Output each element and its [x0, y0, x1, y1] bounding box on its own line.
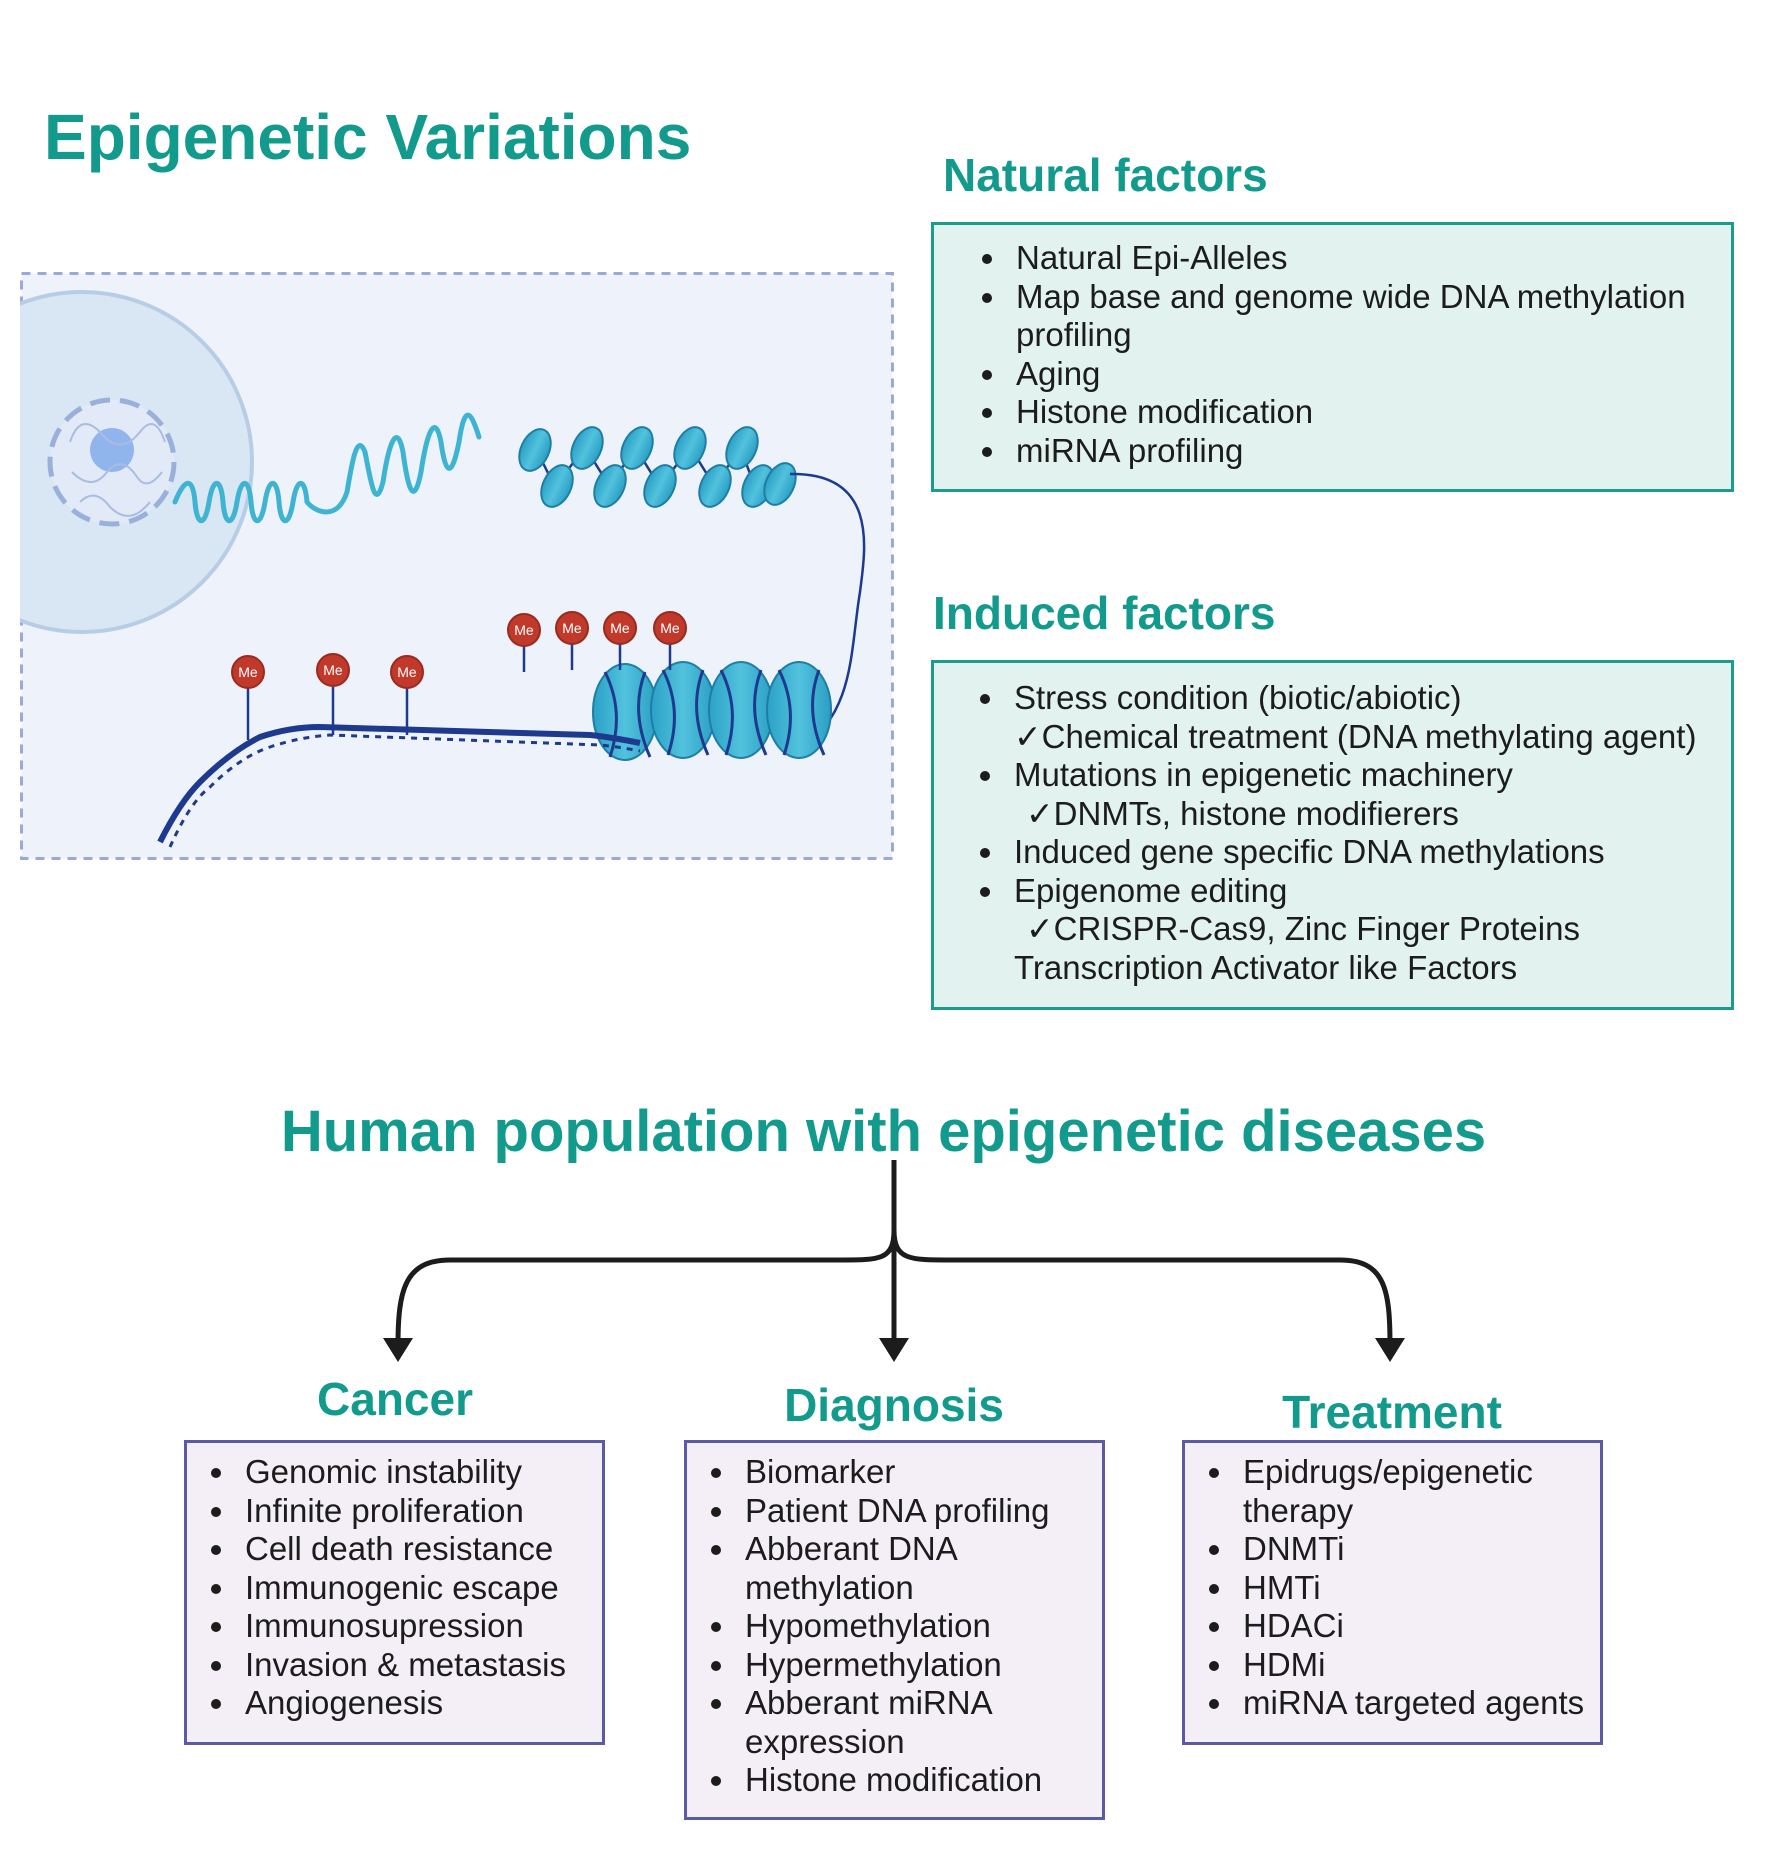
cancer-list: Genomic instability Infinite proliferati… — [201, 1453, 596, 1723]
nucleosome-row-top — [518, 426, 797, 508]
list-subitem: Transcription Activator like Factors — [1014, 948, 1518, 986]
cancer-box: Genomic instability Infinite proliferati… — [184, 1440, 605, 1745]
list-item: Epigenome editing ✓CRISPR-Cas9, Zinc Fin… — [970, 872, 1727, 988]
diagnosis-heading: Diagnosis — [784, 1379, 1004, 1431]
methyl-label: Me — [562, 620, 582, 636]
diagnosis-list: Biomarker Patient DNA profiling Abberant… — [701, 1453, 1096, 1800]
list-item: Genomic instability — [201, 1453, 596, 1492]
methyl-groups — [231, 611, 687, 689]
list-item: Natural Epi-Alleles — [972, 239, 1721, 278]
list-item: Immunosupression — [201, 1607, 596, 1646]
list-item: HDACi — [1199, 1607, 1594, 1646]
induced-factors-box: Stress condition (biotic/abiotic) ✓Chemi… — [931, 660, 1734, 1010]
methyl-label: Me — [660, 620, 680, 636]
list-item: Map base and genome wide DNA methylation… — [972, 278, 1721, 355]
list-item: Hypermethylation — [701, 1646, 1096, 1685]
list-item: DNMTi — [1199, 1530, 1594, 1569]
treatment-box: Epidrugs/epigenetic therapy DNMTi HMTi H… — [1182, 1440, 1603, 1745]
treatment-heading: Treatment — [1282, 1386, 1502, 1438]
list-item: miRNA targeted agents — [1199, 1684, 1594, 1723]
list-item: Immunogenic escape — [201, 1569, 596, 1608]
list-item: Biomarker — [701, 1453, 1096, 1492]
branch-arrows — [383, 1160, 1405, 1362]
list-subitem: ✓CRISPR-Cas9, Zinc Finger Proteins — [1026, 910, 1580, 947]
treatment-list: Epidrugs/epigenetic therapy DNMTi HMTi H… — [1199, 1453, 1594, 1723]
chromatin-illustration: Me Me Me Me Me Me Me — [20, 272, 894, 860]
list-item: Patient DNA profiling — [701, 1492, 1096, 1531]
methyl-label: Me — [397, 664, 417, 680]
list-item: Aging — [972, 355, 1721, 394]
methyl-label: Me — [238, 664, 258, 680]
induced-factors-list: Stress condition (biotic/abiotic) ✓Chemi… — [970, 679, 1727, 987]
list-subitem: ✓Chemical treatment (DNA methylating age… — [1014, 717, 1697, 755]
list-item: HMTi — [1199, 1569, 1594, 1608]
list-item: Abberant DNA methylation — [701, 1530, 1096, 1607]
list-item: Stress condition (biotic/abiotic) ✓Chemi… — [970, 679, 1727, 756]
arrow-heads — [383, 1338, 1405, 1362]
cancer-heading: Cancer — [317, 1373, 473, 1425]
list-item: Epidrugs/epigenetic therapy — [1199, 1453, 1594, 1530]
chromatin-coil — [172, 412, 482, 524]
list-item: miRNA profiling — [972, 432, 1721, 471]
list-subitem: ✓DNMTs, histone modifierers — [1026, 794, 1459, 832]
list-item: Histone modification — [972, 393, 1721, 432]
induced-factors-heading: Induced factors — [933, 587, 1276, 639]
list-item: Abberant miRNA expression — [701, 1684, 1096, 1761]
list-item: Invasion & metastasis — [201, 1646, 596, 1685]
natural-factors-list: Natural Epi-Alleles Map base and genome … — [972, 239, 1721, 470]
natural-factors-heading: Natural factors — [943, 149, 1268, 201]
list-item: Hypomethylation — [701, 1607, 1096, 1646]
methyl-label: Me — [514, 622, 534, 638]
diagnosis-box: Biomarker Patient DNA profiling Abberant… — [684, 1440, 1105, 1820]
main-title: Epigenetic Variations — [44, 101, 692, 173]
list-item: Infinite proliferation — [201, 1492, 596, 1531]
list-item: Histone modification — [701, 1761, 1096, 1800]
methyl-label: Me — [610, 620, 630, 636]
list-item: HDMi — [1199, 1646, 1594, 1685]
methyl-label: Me — [323, 662, 343, 678]
list-item: Angiogenesis — [201, 1684, 596, 1723]
list-item: Induced gene specific DNA methylations — [970, 833, 1727, 872]
population-title: Human population with epigenetic disease… — [280, 1099, 1487, 1164]
list-item: Mutations in epigenetic machinery ✓DNMTs… — [970, 756, 1727, 833]
dna-helix — [157, 723, 641, 844]
list-item: Cell death resistance — [201, 1530, 596, 1569]
natural-factors-box: Natural Epi-Alleles Map base and genome … — [931, 222, 1734, 492]
